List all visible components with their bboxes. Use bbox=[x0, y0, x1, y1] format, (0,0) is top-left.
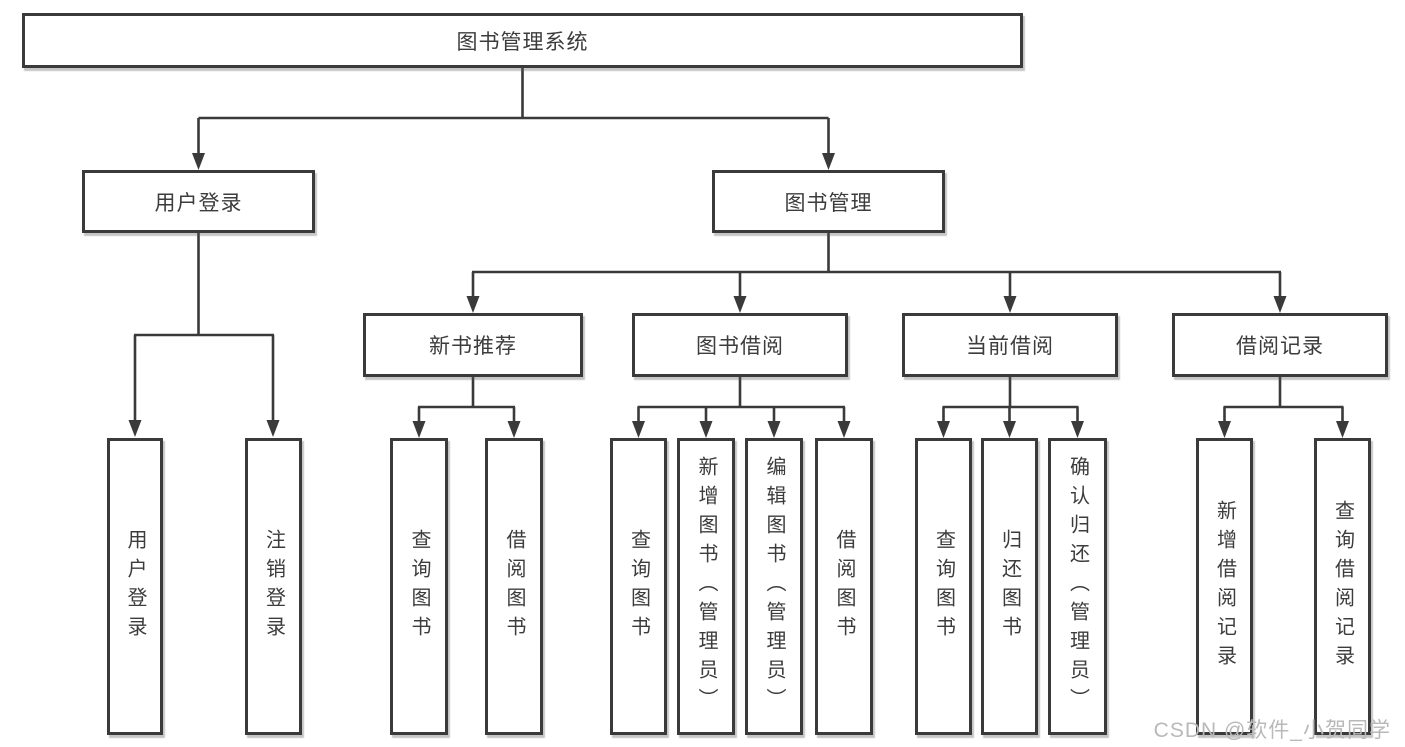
leaf-edit-book-admin-label: 编辑图书（管理员） bbox=[763, 456, 785, 717]
node-current-borrow-label: 当前借阅 bbox=[966, 335, 1054, 358]
leaf-add-book-admin: 新增图书（管理员） bbox=[677, 438, 735, 735]
leaf-logout: 注销登录 bbox=[245, 438, 302, 735]
leaf-return-book: 归还图书 bbox=[981, 438, 1038, 735]
watermark: CSDN @软件_小贺同学 bbox=[1153, 719, 1391, 742]
leaf-borrow-books-recommend-label: 借阅图书 bbox=[503, 528, 525, 645]
node-root-label: 图书管理系统 bbox=[456, 30, 589, 54]
leaf-user-login: 用户登录 bbox=[107, 438, 163, 735]
leaf-add-borrow-record-label: 新增借阅记录 bbox=[1213, 499, 1236, 674]
node-book-management: 图书管理 bbox=[712, 170, 945, 233]
leaf-user-login-label: 用户登录 bbox=[124, 528, 146, 645]
leaf-query-borrow-record: 查询借阅记录 bbox=[1314, 438, 1371, 735]
leaf-edit-book-admin: 编辑图书（管理员） bbox=[745, 438, 803, 735]
leaf-confirm-return-admin-label: 确认归还（管理员） bbox=[1066, 456, 1089, 717]
node-root: 图书管理系统 bbox=[22, 13, 1023, 68]
leaf-query-books-borrow-label: 查询图书 bbox=[627, 528, 650, 645]
leaf-add-book-admin-label: 新增图书（管理员） bbox=[695, 456, 717, 717]
leaf-logout-label: 注销登录 bbox=[262, 528, 285, 645]
leaf-query-borrow-record-label: 查询借阅记录 bbox=[1331, 499, 1354, 674]
leaf-borrow-books-recommend: 借阅图书 bbox=[485, 438, 543, 735]
leaf-query-books-recommend: 查询图书 bbox=[390, 438, 448, 735]
leaf-query-books-borrow: 查询图书 bbox=[610, 438, 667, 735]
node-new-book-recommend-label: 新书推荐 bbox=[429, 335, 517, 358]
leaf-add-borrow-record: 新增借阅记录 bbox=[1196, 438, 1253, 735]
leaf-borrow-books-label: 借阅图书 bbox=[833, 528, 855, 645]
leaf-query-books-current-label: 查询图书 bbox=[932, 528, 955, 645]
leaf-borrow-books: 借阅图书 bbox=[815, 438, 873, 735]
leaf-query-books-recommend-label: 查询图书 bbox=[408, 528, 430, 645]
node-book-borrow: 图书借阅 bbox=[632, 313, 848, 377]
node-user-login-label: 用户登录 bbox=[154, 191, 243, 215]
leaf-confirm-return-admin: 确认归还（管理员） bbox=[1048, 438, 1107, 735]
leaf-query-books-current: 查询图书 bbox=[915, 438, 972, 735]
node-user-login: 用户登录 bbox=[82, 170, 315, 233]
node-current-borrow: 当前借阅 bbox=[902, 313, 1118, 377]
node-borrow-records: 借阅记录 bbox=[1172, 313, 1388, 377]
node-borrow-records-label: 借阅记录 bbox=[1236, 335, 1324, 358]
leaf-return-book-label: 归还图书 bbox=[998, 528, 1021, 645]
node-book-management-label: 图书管理 bbox=[784, 191, 873, 215]
node-book-borrow-label: 图书借阅 bbox=[696, 335, 784, 358]
node-new-book-recommend: 新书推荐 bbox=[363, 313, 583, 377]
